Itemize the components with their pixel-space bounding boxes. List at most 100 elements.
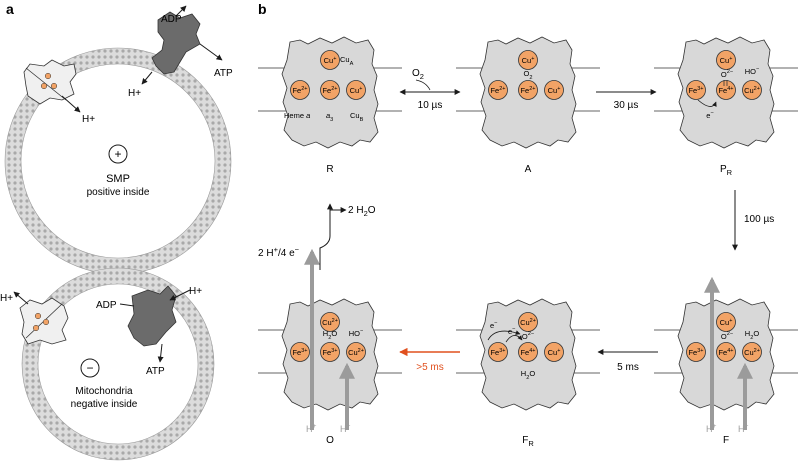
mito-sign: −	[86, 361, 93, 375]
heme-a3-iron-label: Fe4+	[520, 348, 535, 357]
smp-oxidase	[23, 59, 77, 105]
panel-a-label: a	[6, 1, 14, 17]
mito-synthase-hplus: H+	[189, 286, 202, 297]
smp-name: SMP	[106, 173, 130, 185]
cu-b-center: Cu2+	[742, 80, 762, 100]
heme-a3-iron: Fe4+	[716, 80, 736, 100]
heme-a3-iron-label: Fe2+	[322, 86, 337, 95]
heme-a3-iron-circle	[716, 342, 736, 362]
cu-a-center-label: Cu+	[324, 56, 337, 65]
cu-b-center-circle	[742, 342, 762, 362]
heme-a3-iron-circle	[518, 80, 538, 100]
cu-b-center: Cu2+	[346, 342, 366, 362]
mito-enzyme-hplus: H+	[0, 293, 13, 304]
mito-atp-synthase	[127, 285, 177, 347]
state-name: A	[525, 164, 532, 175]
electron-transfer-arrow	[697, 99, 717, 107]
heme-a3-iron: Fe2+	[320, 80, 340, 100]
smp-atp-synthase	[151, 11, 201, 75]
mito-description: negative inside	[71, 399, 138, 410]
mito-atp: ATP	[146, 366, 165, 377]
cu-a-center: Cu2+	[320, 312, 340, 332]
cu-a-center-circle	[716, 50, 736, 70]
cu-a-center: Cu+	[320, 50, 340, 70]
electron-arrow-2	[487, 330, 521, 341]
heme-a-iron: Fe2+	[290, 80, 310, 100]
heme-a-iron: Fe3+	[488, 342, 508, 362]
cu-b-center: Cu+	[544, 80, 564, 100]
heme-a3-iron-label: Fe2+	[520, 86, 535, 95]
mito-name: Mitochondria	[75, 386, 133, 397]
cu-a-center: Cu+	[716, 50, 736, 70]
cu-b-center-circle	[544, 342, 564, 362]
cu-b-center-label: Cu+	[548, 86, 561, 95]
minus-sign-icon	[80, 358, 100, 378]
heme-a-iron-circle	[686, 80, 706, 100]
cu-a-center-label: Cu+	[720, 56, 733, 65]
r-a-label: O2	[412, 68, 424, 81]
mitochondria-vesicle: H+ H+ ADP ATP − Mitochondria negative in…	[0, 267, 215, 461]
state-a: Cu+Fe2+Fe2+Cu+AO2	[456, 36, 600, 175]
r-a-time: 10 µs	[418, 100, 443, 111]
heme-a3-iron: Fe2+	[518, 80, 538, 100]
state-name: R	[326, 164, 333, 175]
pr-f-time: 100 µs	[744, 214, 774, 225]
heme-a3-iron-circle	[716, 80, 736, 100]
smp-atp: ATP	[214, 68, 233, 79]
electron-arrow-1	[505, 335, 523, 343]
cu-a-center-label: Cu+	[522, 56, 535, 65]
hydroxide-ligand: HO−	[745, 66, 760, 76]
smp-adp: ADP	[161, 14, 182, 25]
cu-b-center: Cu+	[346, 80, 366, 100]
pumped-proton-label: H+	[306, 423, 317, 434]
cu-a-center-circle	[716, 312, 736, 332]
water-release-label: 2 H2O	[348, 205, 376, 218]
cu-a-center-circle	[518, 50, 538, 70]
a-pr-time: 30 µs	[614, 100, 639, 111]
state-name: O	[326, 435, 334, 446]
cu-b-center: Cu2+	[742, 342, 762, 362]
heme-a3-iron-circle	[320, 80, 340, 100]
cu-b-center-label: Cu2+	[348, 348, 364, 357]
cu-a-center: Cu2+	[518, 312, 538, 332]
heme-a-iron-label: Fe3+	[490, 348, 505, 357]
smp-vesicle: H+ ADP ATP H+ + SMP positive inside	[4, 5, 233, 275]
fr-o-time: >5 ms	[416, 362, 444, 373]
cu-b-center-circle	[346, 342, 366, 362]
cu-b-center-circle	[346, 80, 366, 100]
cu-b-center-circle	[544, 80, 564, 100]
cu-b-center-label: Cu2+	[744, 348, 760, 357]
cu-a-center-circle	[518, 312, 538, 332]
cu-a-center: Cu+	[716, 312, 736, 332]
plus-sign-icon	[108, 144, 128, 164]
cu-b-center-label: Cu+	[548, 348, 561, 357]
heme-a-iron-circle	[686, 342, 706, 362]
heme-a-iron: Fe2+	[488, 80, 508, 100]
heme-a-iron-circle	[290, 80, 310, 100]
panel-b-label: b	[258, 1, 267, 17]
cu-b-site-label: CuB	[350, 111, 364, 123]
f-fr-time: 5 ms	[617, 362, 639, 373]
water-ligand: H2O	[323, 329, 338, 341]
heme-a-iron: Fe3+	[290, 342, 310, 362]
electron-label: e−	[706, 110, 713, 120]
heme-a-iron-label: Fe3+	[688, 86, 703, 95]
oxo-ligand: O2−	[522, 331, 534, 341]
smp-synthase-hplus: H+	[128, 88, 141, 99]
state-name: F	[723, 435, 729, 446]
electron-label-2: e−	[508, 326, 515, 336]
cu-a-center-circle	[320, 312, 340, 332]
heme-a3-iron-label: Fe4+	[718, 348, 733, 357]
water-product: H2O	[521, 369, 536, 381]
heme-a-iron-label: Fe2+	[292, 86, 307, 95]
a3-site-label: a3	[326, 111, 333, 123]
pumped-proton-label: H+	[706, 423, 717, 434]
heme-a3-iron-label: Fe4+	[718, 86, 733, 95]
heme-a-iron-label: Fe3+	[688, 348, 703, 357]
smp-description: positive inside	[87, 187, 150, 198]
state-name: PR	[720, 164, 733, 177]
